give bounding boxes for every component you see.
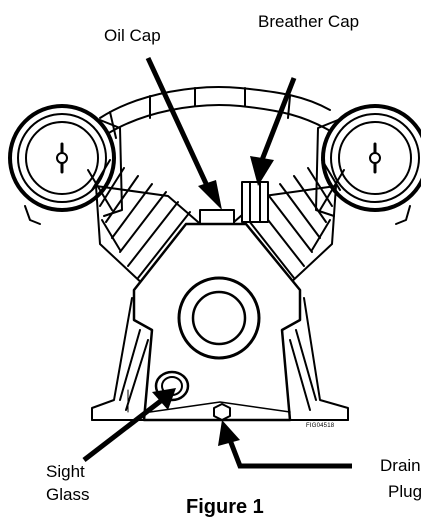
drain-plug-label-line2: Plug bbox=[388, 482, 421, 501]
sight-glass-arrow bbox=[82, 388, 176, 462]
transfer-tube bbox=[97, 86, 333, 141]
breather-cap-part bbox=[241, 181, 269, 223]
breather-cap-arrow bbox=[250, 77, 297, 186]
drain-plug-label-line1: Drain bbox=[380, 456, 421, 475]
oil-cap-label: Oil Cap bbox=[104, 26, 161, 45]
breather-cap-label: Breather Cap bbox=[258, 12, 360, 31]
oil-cap-arrow bbox=[145, 56, 222, 210]
sight-glass-label-line1: Sight bbox=[46, 462, 85, 481]
figure-caption: Figure 1 bbox=[186, 496, 264, 518]
drain-plug-arrow bbox=[218, 420, 352, 469]
left-cylinder-head bbox=[8, 104, 123, 225]
oil-cap-part bbox=[199, 209, 235, 225]
sight-glass-label-line2: Glass bbox=[46, 485, 90, 504]
drain-plug-part bbox=[213, 403, 231, 421]
figure-code: FIG04518 bbox=[306, 423, 335, 429]
right-cylinder-head bbox=[315, 104, 421, 225]
